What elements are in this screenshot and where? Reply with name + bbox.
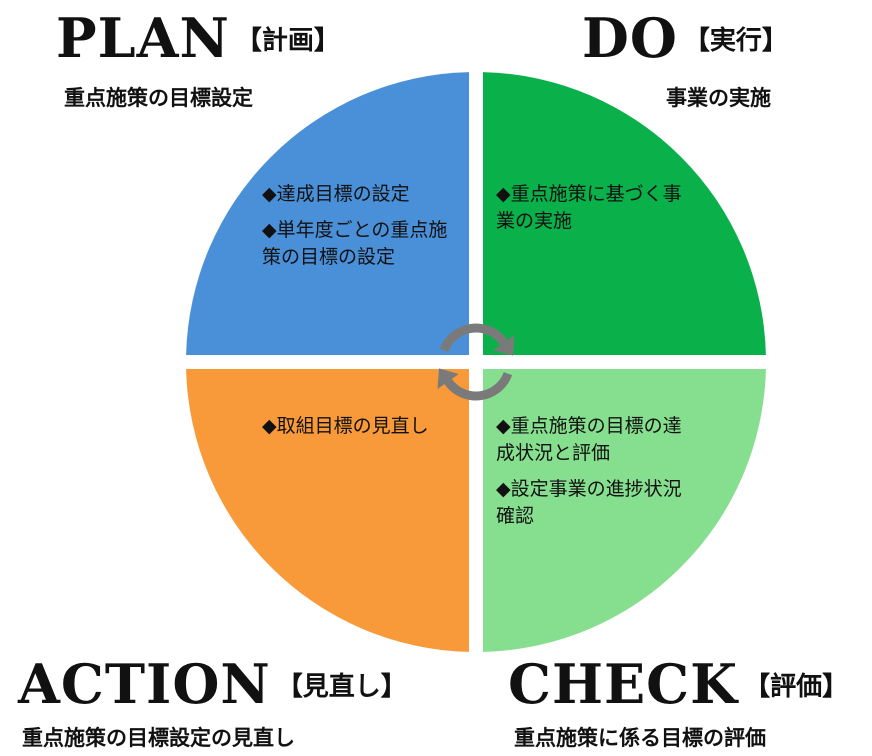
action-items: ◆取組目標の見直し: [262, 413, 462, 449]
action-quadrant: [186, 369, 470, 652]
check-subtitle: 重点施策に係る目標の評価: [514, 725, 766, 750]
check-title-jp: 【評価】: [744, 672, 849, 702]
plan-item: ◆単年度ごとの重点施策の目標の設定: [262, 219, 448, 268]
do-heading: DO【実行】: [582, 6, 788, 70]
plan-quadrant: [186, 72, 470, 355]
do-title: DO: [582, 6, 678, 70]
plan-title: PLAN: [56, 6, 230, 70]
action-title: ACTION: [18, 652, 271, 716]
plan-heading: PLAN【計画】: [56, 6, 340, 70]
cycle-arrows-icon: [437, 323, 515, 401]
check-item: ◆設定事業の進捗状況確認: [496, 478, 682, 527]
check-quadrant: [483, 369, 766, 652]
plan-items: ◆達成目標の設定 ◆単年度ごとの重点施策の目標の設定: [262, 181, 462, 280]
plan-subtitle: 重点施策の目標設定: [64, 85, 253, 110]
plan-title-jp: 【計画】: [235, 26, 340, 56]
action-subtitle: 重点施策の目標設定の見直し: [22, 725, 295, 750]
action-title-jp: 【見直し】: [276, 672, 407, 702]
do-item: ◆重点施策に基づく事業の実施: [496, 183, 682, 232]
do-quadrant: [483, 72, 766, 355]
do-subtitle: 事業の実施: [666, 85, 771, 110]
plan-item: ◆達成目標の設定: [262, 183, 410, 205]
do-items: ◆重点施策に基づく事業の実施: [496, 181, 696, 244]
action-heading: ACTION【見直し】: [18, 652, 407, 716]
check-heading: CHECK【評価】: [508, 652, 848, 716]
check-items: ◆重点施策の目標の達成状況と評価 ◆設定事業の進捗状況確認: [496, 413, 686, 539]
action-item: ◆取組目標の見直し: [262, 415, 429, 437]
check-item: ◆重点施策の目標の達成状況と評価: [496, 415, 682, 464]
check-title: CHECK: [508, 652, 739, 716]
do-title-jp: 【実行】: [683, 26, 788, 56]
